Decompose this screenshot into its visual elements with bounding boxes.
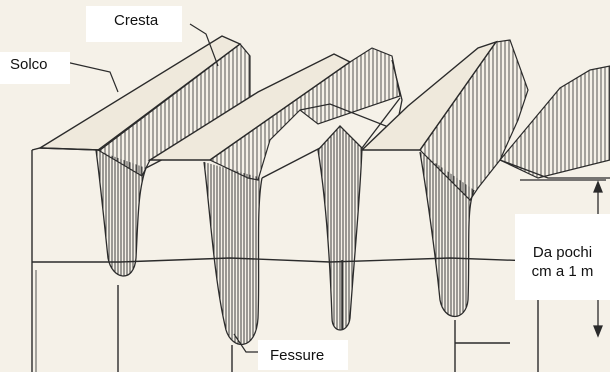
label-cresta: Cresta: [86, 6, 182, 42]
label-depth-line2: cm a 1 m: [515, 263, 610, 282]
label-depth-line1: Da pochi: [515, 244, 610, 263]
label-depth: Da pochi cm a 1 m: [515, 214, 610, 300]
label-solco: Solco: [0, 52, 70, 84]
label-fessure: Fessure: [258, 340, 348, 370]
